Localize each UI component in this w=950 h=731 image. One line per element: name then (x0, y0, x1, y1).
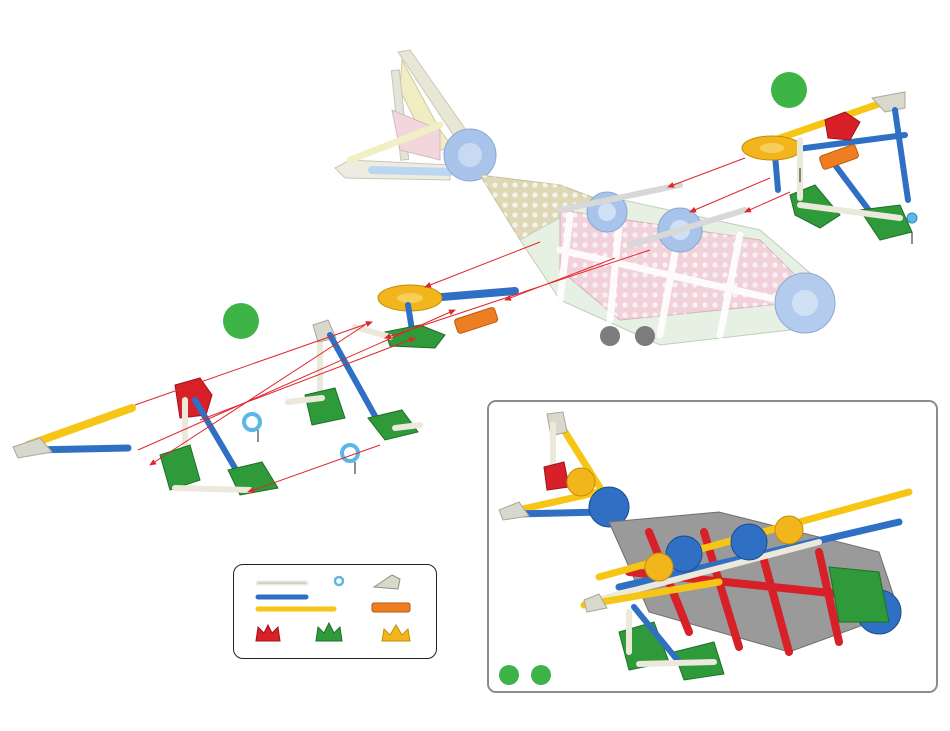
wing-root-subassembly (355, 285, 515, 348)
completed-model-preview (487, 400, 938, 693)
red-connector-icon (256, 625, 280, 641)
subassembly-marker-a (600, 326, 620, 346)
right-wing-subassembly (742, 92, 917, 244)
yellow-connector-icon (382, 625, 410, 641)
left-wing-subassembly (13, 320, 420, 495)
blue-ring-icon (335, 577, 343, 585)
green-connector-icon (316, 623, 342, 641)
completed-model-illustration (489, 402, 936, 691)
preview-marker-a (499, 665, 519, 685)
subassembly-marker-b (635, 326, 655, 346)
preview-marker-b (531, 665, 551, 685)
step-marker-right (771, 72, 807, 108)
grey-angle-connector-icon (374, 575, 400, 589)
orange-connector-icon (372, 603, 410, 612)
parts-legend (233, 564, 437, 659)
step-marker-left (223, 303, 259, 339)
parts-legend-icons (234, 565, 435, 657)
